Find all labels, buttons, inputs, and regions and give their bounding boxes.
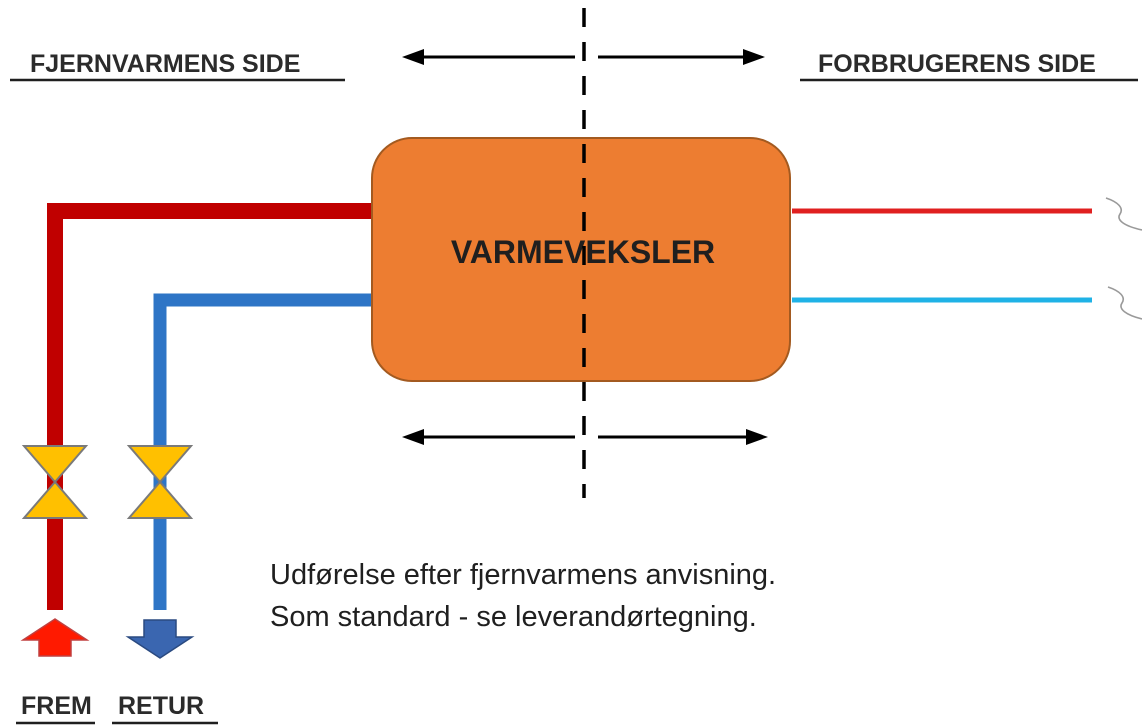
return-flow-down-arrow-icon [125,619,195,659]
heat-exchanger-box [371,137,791,382]
return-break-mark [1107,286,1142,320]
consumer-side-label: FORBRUGERENS SIDE [818,50,1096,78]
note-line-2: Som standard - se leverandørtegning. [270,601,757,633]
return-valve-icon [126,445,194,519]
supply-label: FREM [21,692,92,720]
supply-pipe [47,203,374,610]
return-label: RETUR [118,692,204,720]
supply-flow-up-arrow-icon [20,618,90,657]
note-line-1: Udførelse efter fjernvarmens anvisning. [270,559,776,591]
supply-break-mark [1105,197,1142,231]
district-heating-side-label: FJERNVARMENS SIDE [30,50,300,78]
top-direction-arrows [402,49,765,65]
supply-valve-icon [21,445,89,519]
bottom-direction-arrows [402,429,768,445]
